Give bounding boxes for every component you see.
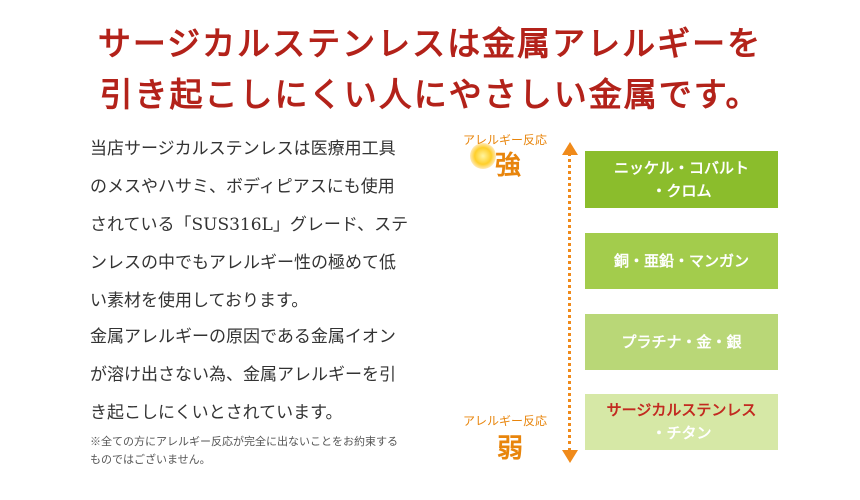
headline-line-1: サージカルステンレスは金属アレルギーを [97,24,763,63]
metal-box-surgical-stainless-titanium: サージカルステンレス ・チタン [585,394,778,450]
description-paragraph-2: 金属アレルギーの原因である金属イオン が溶け出さない為、金属アレルギーを引 き起… [90,318,462,432]
metal-label: プラチナ・金・銀 [621,332,742,351]
metal-label: ・クロム [651,181,712,200]
disclaimer-note: ※全ての方にアレルギー反応が完全に出ないことをお約束する ものではございません。 [90,433,462,469]
metal-label: 銅・亜鉛・マンガン [613,251,749,270]
description-line: 当店サージカルステンレスは医療用工具 [90,139,396,159]
arrow-down-icon [562,450,578,463]
weak-label: 弱 [497,434,524,464]
description-paragraph-1: 当店サージカルステンレスは医療用工具 のメスやハサミ、ボディピアスにも使用 され… [90,130,462,320]
metal-label: ・チタン [651,424,712,442]
metal-box-copper-zinc-manganese: 銅・亜鉛・マンガン [585,233,778,289]
description-line: のメスやハサミ、ボディピアスにも使用 [90,177,395,197]
arrow-up-icon [562,142,578,155]
description-line: されている「SUS316L」グレード、ステ [90,215,409,235]
bottom-reaction-label: アレルギー反応 [463,414,548,428]
note-line: ものではございません。 [90,453,211,466]
scale-axis-line [568,152,571,452]
metal-label: ニッケル・コバルト [613,158,749,177]
note-line: ※全ての方にアレルギー反応が完全に出ないことをお約束する [90,435,398,448]
metal-box-nickel-cobalt-chrome: ニッケル・コバルト ・クロム [585,151,778,208]
sun-icon [470,143,496,169]
description-line: い素材を使用しております。 [90,291,309,311]
metal-box-platinum-gold-silver: プラチナ・金・銀 [585,314,778,370]
strong-label: 強 [495,151,522,181]
headline-line-2: 引き起こしにくい人にやさしい金属です。 [99,75,761,114]
description-line: き起こしにくいとされています。 [90,403,343,423]
description-line: が溶け出さない為、金属アレルギーを引 [90,365,396,385]
description-line: ンレスの中でもアレルギー性の極めて低 [90,253,396,273]
description-line: 金属アレルギーの原因である金属イオン [90,327,396,347]
metal-label: サージカルステンレス [606,401,757,419]
